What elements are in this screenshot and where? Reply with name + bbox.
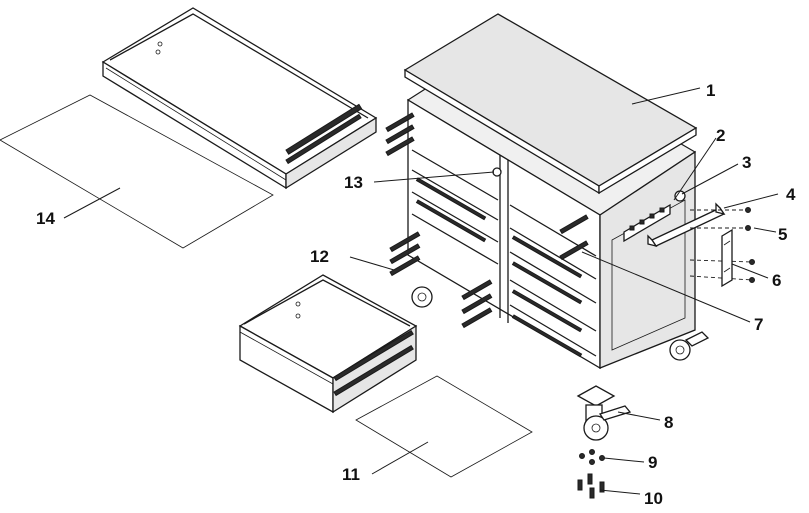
callout-numbers: 1 2 3 4 5 6 7 8 9 10 11 12 13 14	[36, 81, 796, 508]
callout-1: 1	[706, 81, 715, 100]
callout-5: 5	[778, 225, 787, 244]
part-screws	[689, 207, 755, 283]
callout-11: 11	[342, 465, 360, 484]
callout-4: 4	[786, 185, 796, 204]
callout-12: 12	[310, 247, 329, 266]
callout-7: 7	[754, 315, 763, 334]
callout-13: 13	[344, 173, 363, 192]
callout-3: 3	[742, 153, 751, 172]
callout-6: 6	[772, 271, 781, 290]
part-bracket	[721, 228, 733, 288]
callout-8: 8	[664, 413, 673, 432]
part-bolts	[577, 473, 605, 499]
part-caster	[576, 385, 632, 441]
callout-10: 10	[644, 489, 663, 508]
callout-9: 9	[648, 453, 657, 472]
leader-lines	[63, 87, 779, 495]
callout-2: 2	[716, 126, 725, 145]
part-deep-drawer	[238, 274, 418, 414]
part-side-handle	[647, 202, 726, 248]
callout-14: 14	[36, 209, 55, 228]
part-top-drawer	[101, 7, 378, 190]
part-drawer-liner-14	[0, 94, 274, 249]
part-nuts	[579, 449, 605, 465]
part-drawer-liner-11	[355, 375, 533, 478]
